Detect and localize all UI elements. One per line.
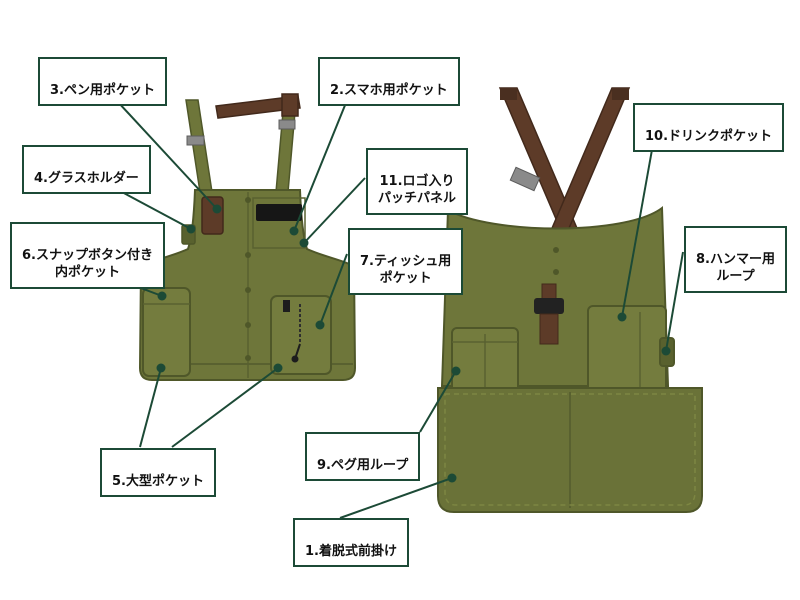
leader-line-11 [303, 177, 366, 244]
callout-snap-inner-pocket: 6.スナップボタン付き 内ポケット [10, 222, 165, 289]
callout-hammer-loop: 8.ハンマー用 ループ [684, 226, 787, 293]
callout-smartphone-pocket: 2.スマホ用ポケット [318, 57, 460, 107]
leader-line-10 [621, 132, 656, 318]
leader-dot-5b [273, 363, 283, 373]
smartphone-pocket [252, 197, 306, 249]
leader-line-5b [171, 367, 279, 448]
callout-label: 10.ドリンクポケット [645, 128, 773, 144]
leader-dot-8 [661, 346, 671, 356]
callout-label: 3.ペン用ポケット [50, 82, 155, 98]
callout-label: 7.ティッシュ用 ポケット [360, 253, 452, 287]
leader-line-5a [139, 367, 162, 448]
vest-front-illustration [138, 93, 357, 381]
leader-dot-2 [289, 226, 299, 236]
front-straps [185, 93, 301, 193]
callout-label: 11.ロゴ入り パッチパネル [378, 173, 457, 207]
callout-large-pocket: 5.大型ポケット [100, 448, 216, 498]
vest-back-illustration [437, 87, 703, 513]
leader-dot-11 [299, 238, 309, 248]
callout-tissue-pocket: 7.ティッシュ用 ポケット [348, 228, 464, 295]
leader-dots [156, 204, 671, 483]
callout-label: 2.スマホ用ポケット [330, 82, 448, 98]
leader-dot-6 [157, 291, 167, 301]
leader-dot-10 [617, 312, 627, 322]
callout-pen-pocket: 3.ペン用ポケット [38, 57, 167, 107]
leader-dot-3 [212, 204, 222, 214]
callout-logo-patch-panel: 11.ロゴ入り パッチパネル [366, 148, 469, 215]
leader-line-8 [665, 251, 684, 352]
callout-detachable-apron: 1.着脱式前掛け [293, 518, 409, 568]
callout-label: 4.グラスホルダー [34, 170, 139, 186]
large-pocket-left [142, 287, 191, 377]
front-snap-buttons [245, 197, 251, 361]
center-buckle [534, 283, 564, 345]
leader-line-1 [339, 477, 453, 519]
pen-pocket [201, 196, 224, 235]
drink-pocket [587, 305, 667, 393]
callout-label: 6.スナップボタン付き 内ポケット [22, 247, 153, 281]
callout-glasses-holder: 4.グラスホルダー [22, 145, 151, 195]
logo-patch [256, 204, 302, 221]
callout-label: 5.大型ポケット [112, 473, 204, 489]
leader-dot-7 [315, 320, 325, 330]
leader-line-7 [319, 253, 348, 326]
leader-dot-9 [451, 366, 461, 376]
leader-dot-1 [447, 473, 457, 483]
callout-drink-pocket: 10.ドリンクポケット [633, 103, 785, 153]
callout-label: 1.着脱式前掛け [305, 543, 397, 559]
leader-line-9 [419, 370, 457, 433]
callout-peg-loop: 9.ペグ用ループ [305, 432, 421, 482]
leader-line-3 [104, 87, 218, 210]
leader-dot-4 [186, 224, 196, 234]
leader-line-2 [293, 87, 353, 232]
callout-label: 9.ペグ用ループ [317, 457, 409, 473]
leader-lines [87, 87, 684, 519]
callout-label: 8.ハンマー用 ループ [696, 251, 775, 285]
leader-dot-5a [156, 363, 166, 373]
